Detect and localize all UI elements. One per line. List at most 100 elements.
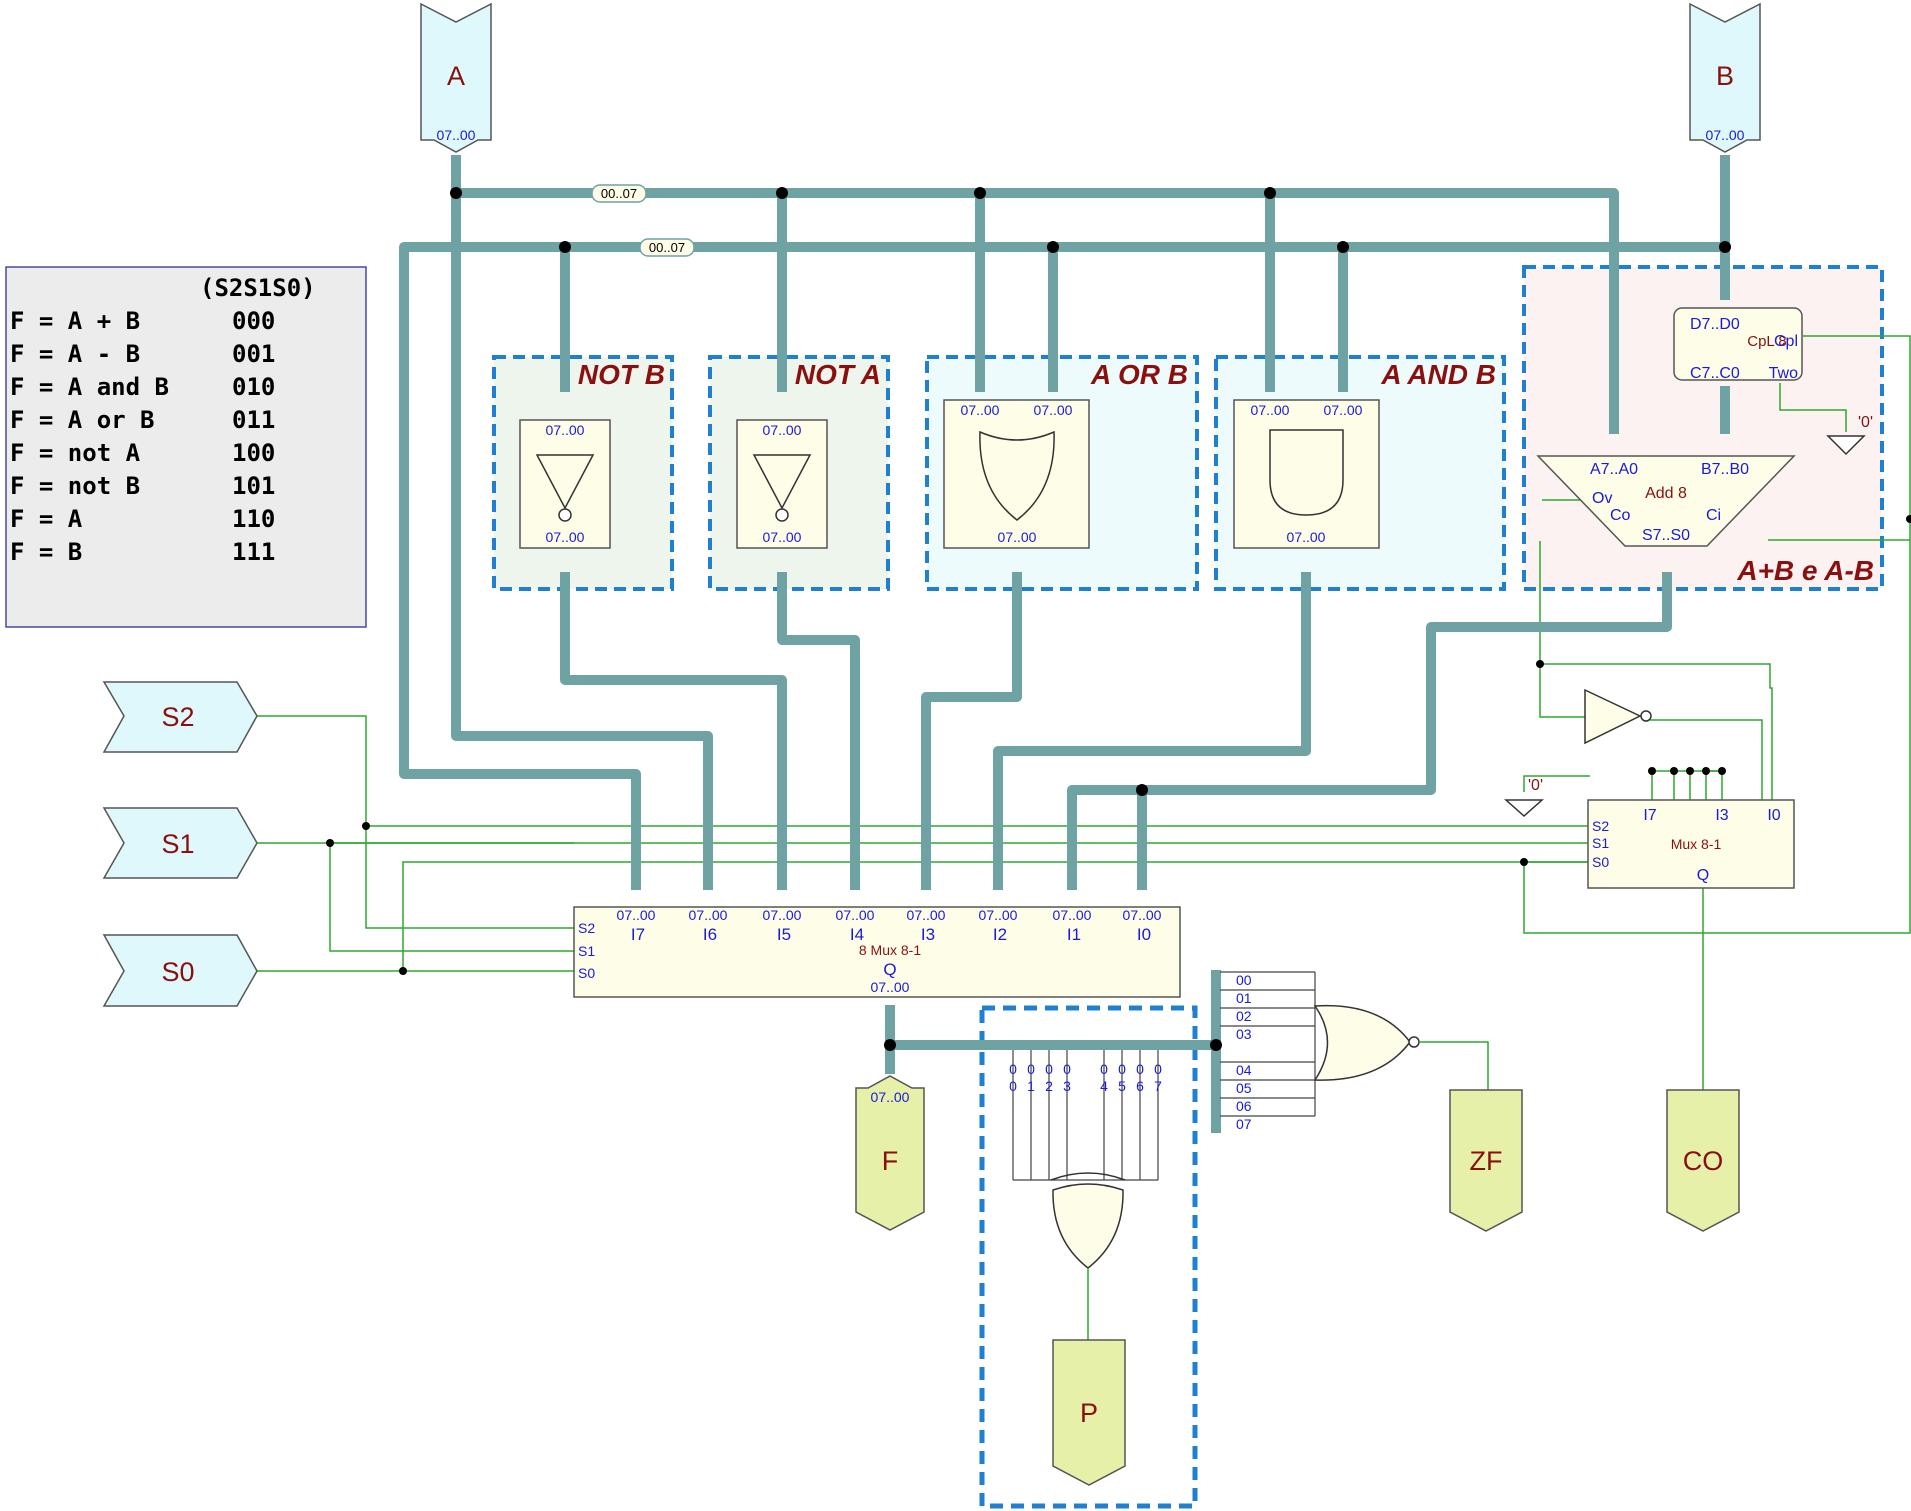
zf-splitter: 00 01 02 03 04 05 06 07 — [1220, 971, 1316, 1132]
mux1-sel-pin: S0 — [1592, 854, 1609, 870]
port-co-name: CO — [1683, 1146, 1724, 1176]
not-a-in-range: 07..00 — [763, 422, 802, 438]
mux1-i3-pin: I3 — [1715, 807, 1728, 824]
port-a-name: A — [447, 61, 465, 91]
p-bit-label: 7 — [1154, 1078, 1162, 1094]
truth-table-func: F = B — [10, 538, 82, 566]
port-f[interactable]: 07..00 F — [855, 1075, 925, 1231]
zf-bit-label: 02 — [1236, 1008, 1252, 1024]
adder-a-pin: A7..A0 — [1590, 461, 1638, 478]
truth-table-func: F = A or B — [10, 406, 155, 434]
cpl-c-pin: C7..C0 — [1690, 365, 1740, 382]
truth-table-func: F = A — [10, 505, 83, 533]
mux8-sel-pin: S0 — [578, 965, 595, 981]
parity-taps: 0 0 0 0 0 0 0 0 0 1 2 3 4 5 6 7 — [1009, 1050, 1162, 1181]
p-bit-prefix: 0 — [1009, 1061, 1017, 1077]
p-bit-label: 2 — [1045, 1078, 1053, 1094]
truth-table-func: F = not A — [10, 439, 141, 467]
mux8-input-label: I7 — [631, 925, 645, 944]
bus-tag-a: 00..07 — [601, 186, 637, 201]
and-gate: 07..00 07..00 07..00 — [1233, 399, 1380, 549]
mux8-pin-range: 07..00 — [907, 907, 946, 923]
and-in-a-range: 07..00 — [1251, 402, 1290, 418]
bus-tags: 00..07 00..07 — [591, 184, 695, 257]
port-b[interactable]: B 07..00 — [1689, 2, 1761, 153]
mux1-chip: I7 I3 I0 S2 S1 S0 Mux 8-1 Q — [1587, 799, 1795, 889]
port-f-range: 07..00 — [871, 1089, 910, 1105]
p-bit-prefix: 0 — [1045, 1061, 1053, 1077]
adder-ci-pin: Ci — [1706, 507, 1721, 524]
and-out-range: 07..00 — [1287, 529, 1326, 545]
not-a-gate: 07..00 07..00 — [736, 419, 828, 549]
not-b-gate: 07..00 07..00 — [519, 419, 611, 549]
mux1-i0-pin: I0 — [1767, 807, 1780, 824]
xor-gate — [1050, 1172, 1126, 1340]
truth-table-func: F = not B — [10, 472, 140, 500]
mux8-input-label: I0 — [1137, 925, 1151, 944]
p-bit-label: 0 — [1009, 1078, 1017, 1094]
or-gate: 07..00 07..00 07..00 — [943, 399, 1090, 549]
ground-zero-adder: '0' — [1826, 414, 1873, 456]
zf-bit-label: 06 — [1236, 1098, 1252, 1114]
truth-table-code: 110 — [232, 505, 275, 533]
mux1-sel-pin: S1 — [1592, 835, 1609, 851]
p-bit-prefix: 0 — [1118, 1061, 1126, 1077]
port-zf[interactable]: ZF — [1449, 1089, 1523, 1232]
junction-dots — [326, 187, 1911, 1051]
p-bit-label: 4 — [1100, 1078, 1108, 1094]
not-b-out-range: 07..00 — [546, 529, 585, 545]
cpl-two-pin: Two — [1769, 365, 1798, 382]
zero-label: '0' — [1528, 777, 1543, 794]
p-bit-prefix: 0 — [1100, 1061, 1108, 1077]
block-label-a-or-b: A OR B — [1090, 359, 1188, 390]
mux8-sel-pin: S2 — [578, 920, 595, 936]
and-in-b-range: 07..00 — [1324, 402, 1363, 418]
cpl-d-pin: D7..D0 — [1690, 316, 1740, 333]
mux8-pin-range: 07..00 — [689, 907, 728, 923]
mux1-title: Mux 8-1 — [1671, 836, 1722, 852]
mux8-chip: 07..00 07..00 07..00 07..00 07..00 07..0… — [573, 906, 1181, 998]
mux8-pin-range: 07..00 — [763, 907, 802, 923]
adder-s-pin: S7..S0 — [1642, 527, 1690, 544]
adder-ov-pin: Ov — [1592, 490, 1612, 507]
port-p[interactable]: P — [1052, 1339, 1126, 1486]
port-s1[interactable]: S1 — [102, 807, 258, 879]
truth-table-header: (S2S1S0) — [200, 274, 316, 302]
mux8-title: 8 Mux 8-1 — [859, 942, 921, 958]
truth-table-code: 000 — [232, 307, 275, 335]
mux8-pin-range: 07..00 — [979, 907, 1018, 923]
block-label-not-a: NOT A — [795, 359, 881, 390]
cpl-title: CpL 8 — [1747, 333, 1786, 350]
port-s1-name: S1 — [161, 829, 194, 859]
bus-tag-b: 00..07 — [649, 240, 685, 255]
p-bit-label: 3 — [1063, 1078, 1071, 1094]
adder-chip: A7..A0 B7..B0 Add 8 Ov Co Ci S7..S0 — [1536, 455, 1796, 547]
mux1-i7-pin: I7 — [1643, 807, 1656, 824]
zf-bit-label: 07 — [1236, 1116, 1252, 1132]
port-b-name: B — [1716, 61, 1734, 91]
cpl8-chip: D7..D0 CpL 8 Cpl C7..C0 Two — [1673, 307, 1803, 382]
zero-label: '0' — [1858, 414, 1873, 431]
truth-table: (S2S1S0) F = A + B 000 F = A - B 001 F =… — [5, 266, 367, 628]
or-in-a-range: 07..00 — [961, 402, 1000, 418]
mux8-q-pin: Q — [883, 960, 896, 979]
p-bit-prefix: 0 — [1027, 1061, 1035, 1077]
truth-table-code: 100 — [232, 439, 275, 467]
mux8-input-label: I4 — [850, 925, 864, 944]
port-s0[interactable]: S0 — [102, 934, 258, 1007]
zf-bit-label: 00 — [1236, 972, 1252, 988]
nor-gate — [1313, 1004, 1420, 1081]
not-a-out-range: 07..00 — [763, 529, 802, 545]
truth-table-func: F = A + B — [10, 307, 140, 335]
port-s2[interactable]: S2 — [102, 681, 258, 753]
port-co[interactable]: CO — [1666, 1089, 1740, 1232]
port-a[interactable]: A 07..00 — [420, 2, 492, 153]
truth-table-code: 111 — [232, 538, 275, 566]
mux8-input-label: I5 — [777, 925, 791, 944]
block-label-adder: A+B e A-B — [1736, 555, 1874, 586]
mux1-q-pin: Q — [1697, 867, 1709, 884]
p-bit-prefix: 0 — [1154, 1061, 1162, 1077]
port-p-name: P — [1080, 1398, 1098, 1428]
or-in-b-range: 07..00 — [1034, 402, 1073, 418]
